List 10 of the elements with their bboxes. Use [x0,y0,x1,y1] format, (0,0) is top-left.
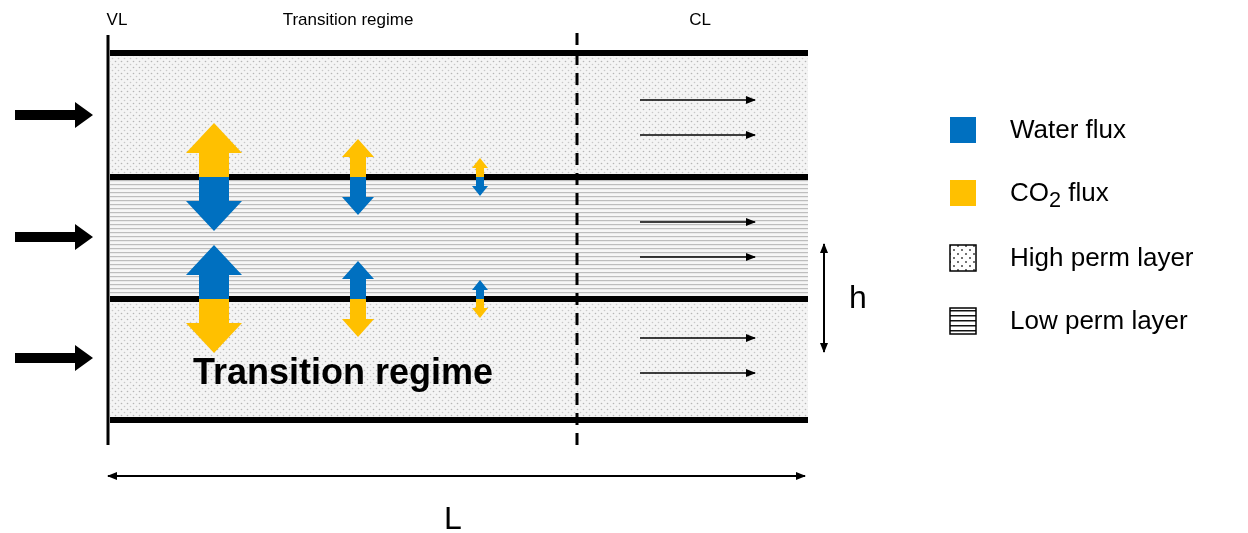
legend-label: CO$_{2}$ flux [1010,179,1109,211]
dimension-label: L [444,502,462,533]
legend-label: Low perm layer [1010,307,1188,333]
region-label: Transition regime [282,11,414,28]
regime-label: Transition regime [192,354,494,390]
legend-label: High perm layer [1010,244,1194,270]
region-label: CL [689,11,711,28]
legend-label: Water flux [1010,116,1127,142]
region-label: VL [106,11,128,28]
dimension-label: h [849,281,867,313]
